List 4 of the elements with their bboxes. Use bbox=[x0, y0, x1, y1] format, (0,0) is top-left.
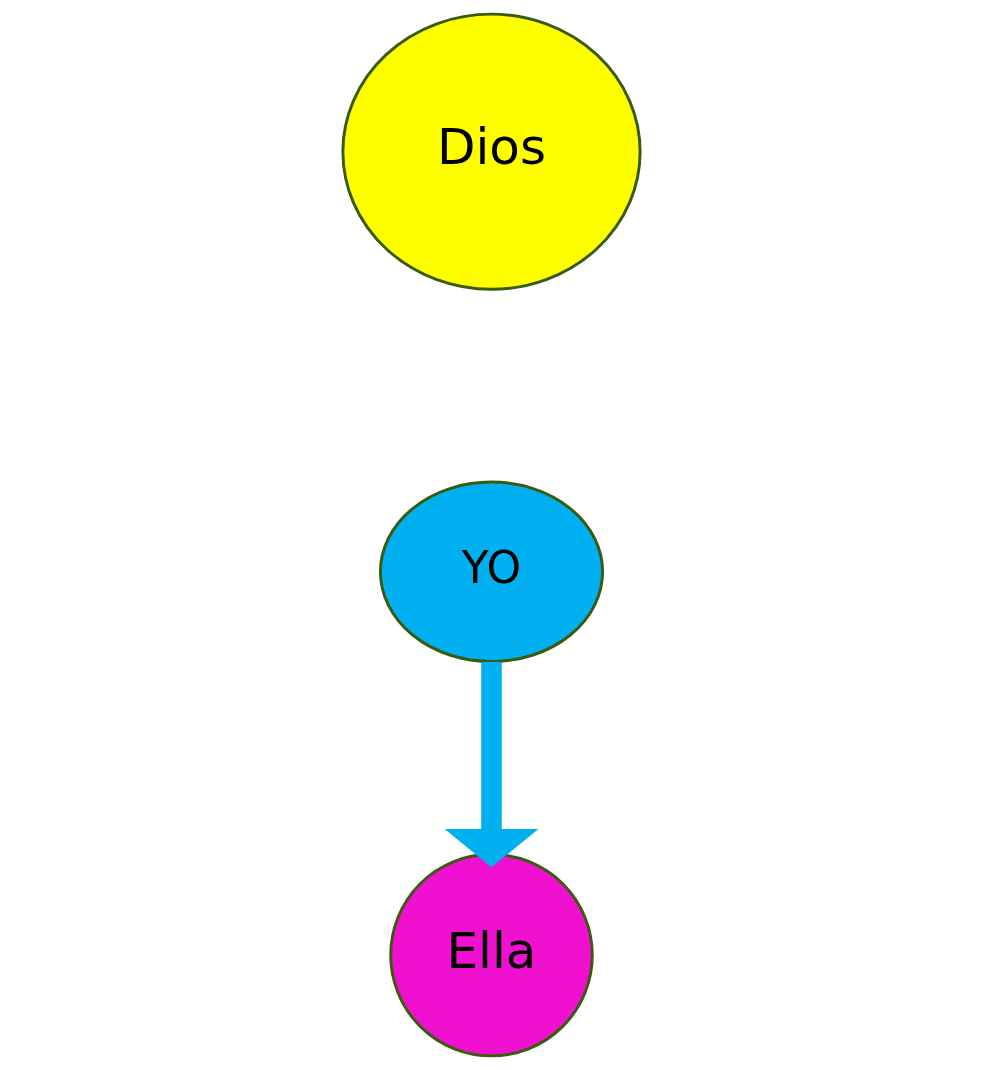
node-ellipse: YO bbox=[378, 480, 604, 663]
arrow bbox=[444, 661, 538, 868]
node-circle: Ella bbox=[388, 852, 594, 1058]
node-circle: Dios bbox=[340, 12, 642, 291]
